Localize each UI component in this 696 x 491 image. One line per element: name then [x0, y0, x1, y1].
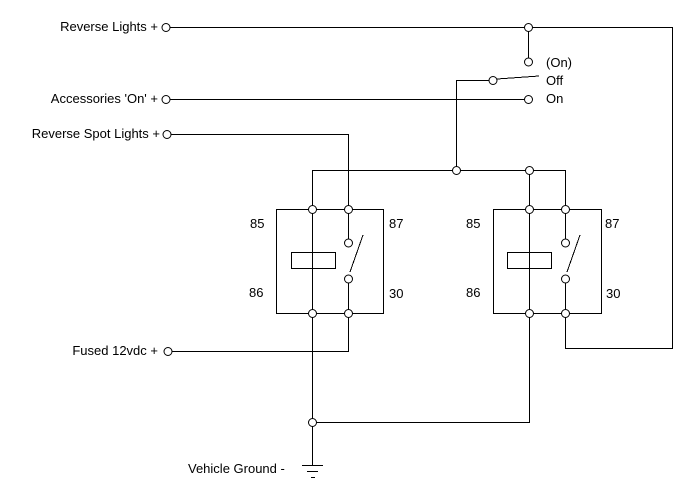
wire-switch-pole: [456, 80, 493, 170]
accessories-on-label: Accessories 'On' +: [50, 91, 158, 106]
relay2-fixed-contact: [561, 238, 570, 248]
switch-pole: [488, 76, 498, 85]
relay2-label-87: 87: [605, 216, 620, 231]
terminal-reverse-lights: [161, 23, 171, 32]
wire-coil-feed: [312, 170, 566, 209]
relay1-pin-85: [308, 205, 317, 214]
relay1-pin-30: [344, 309, 353, 318]
relay1-pin-87: [344, 205, 353, 214]
switch-position-momentary-on-label: (On): [546, 55, 572, 70]
relay1-coil: [291, 252, 336, 269]
relay2-pin-85: [525, 205, 534, 214]
relay1-label-30: 30: [389, 286, 404, 301]
reverse-spot-lights-label: Reverse Spot Lights +: [31, 126, 160, 141]
relay2-label-85: 85: [466, 216, 481, 231]
switch-position-off-label: Off: [546, 73, 564, 88]
relay1-pin-86: [308, 309, 317, 318]
wire-reverse-spot-lights: [171, 134, 349, 209]
relay1-box: [276, 209, 384, 314]
wire-reverse-lights: [170, 27, 673, 349]
junction-ground-bus: [308, 418, 317, 427]
switch-position-on-label: On: [546, 91, 564, 106]
junction-top-wire: [524, 23, 533, 32]
reverse-lights-label: Reverse Lights +: [60, 19, 158, 34]
wire-ground-bus: [312, 313, 530, 423]
relay2-box: [493, 209, 602, 314]
ground-symbol-icon: [302, 465, 323, 478]
fused-12vdc-label: Fused 12vdc +: [72, 343, 158, 358]
terminal-reverse-spot-lights: [162, 130, 172, 139]
switch-contact-momentary-on: [524, 57, 533, 67]
relay2-contact-blade: [566, 234, 581, 273]
terminal-fused-12vdc: [163, 347, 173, 356]
switch-contact-on: [524, 95, 533, 104]
junction-coil-feed-relay2: [525, 166, 534, 175]
relay1-label-85: 85: [250, 216, 265, 231]
relay2-pin-87: [561, 205, 570, 214]
relay1-fixed-contact: [344, 238, 353, 248]
relay1-contact-blade: [349, 234, 364, 273]
relay1-moving-contact: [344, 274, 353, 284]
relay2-label-30: 30: [606, 286, 621, 301]
vehicle-ground-label: Vehicle Ground -: [188, 461, 285, 476]
relay2-label-86: 86: [466, 285, 481, 300]
terminal-accessories: [161, 95, 171, 104]
relay2-pin-30: [561, 309, 570, 318]
relay1-label-86: 86: [249, 285, 264, 300]
relay2-moving-contact: [561, 274, 570, 284]
relay2-pin-86: [525, 309, 534, 318]
switch-blade: [496, 75, 540, 80]
relay1-label-87: 87: [389, 216, 404, 231]
relay2-coil: [507, 252, 552, 269]
junction-coil-feed-switch: [452, 166, 461, 175]
wire-fused-12vdc: [172, 313, 349, 352]
